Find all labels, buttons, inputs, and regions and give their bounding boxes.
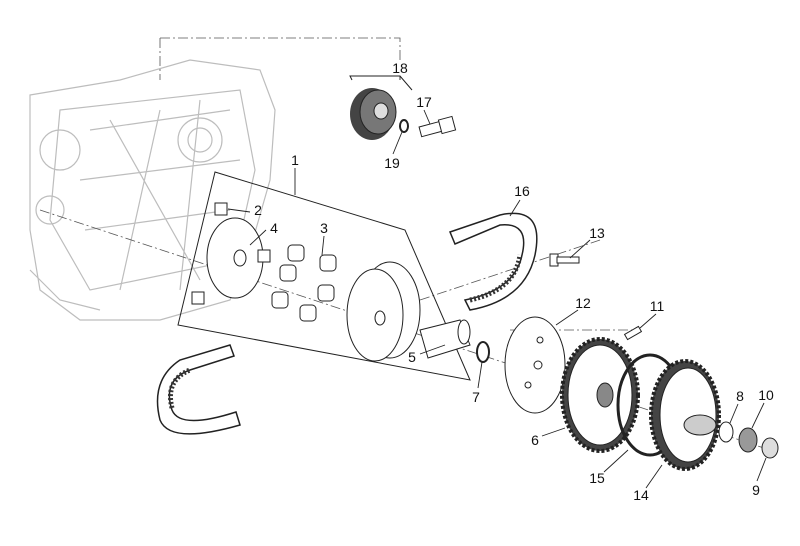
callout-14: 14: [633, 487, 649, 503]
callout-18: 18: [392, 60, 408, 76]
part-16-drive-belt: [156, 212, 538, 435]
callout-10: 10: [758, 387, 774, 403]
part-14-clutch-bell: [649, 359, 721, 471]
callout-5: 5: [408, 349, 416, 365]
callout-16: 16: [514, 183, 530, 199]
part-17-bolt: [418, 115, 457, 138]
part-2-sliders: [191, 202, 271, 305]
part-9-nut: [761, 437, 779, 459]
callout-19: 19: [384, 155, 400, 171]
kit-outline: [177, 171, 471, 381]
callout-1: 1: [291, 152, 299, 168]
part-4-ramp-plate: [206, 217, 264, 299]
callout-11: 11: [649, 298, 665, 314]
part-8-washer: [718, 421, 734, 443]
part-5-bushing: [419, 319, 471, 359]
callout-7: 7: [472, 389, 480, 405]
callout-15: 15: [589, 470, 605, 486]
part-10-lock-washer: [738, 427, 758, 453]
callout-17: 17: [416, 94, 432, 110]
callout-2: 2: [254, 202, 262, 218]
part-18-tensioner-pulley: [349, 75, 413, 140]
callout-12: 12: [575, 295, 591, 311]
part-12-fixed-half-pulley: [504, 316, 566, 414]
part-19-washer: [399, 119, 409, 133]
callout-9: 9: [752, 482, 760, 498]
leader-lines: [227, 76, 767, 489]
callout-8: 8: [736, 388, 744, 404]
callout-6: 6: [531, 432, 539, 448]
part-6-fan-pulley: [560, 337, 640, 453]
part-11-pin: [623, 325, 643, 341]
part-13-bolt: [549, 253, 580, 267]
movable-pulley-half: [346, 261, 421, 362]
part-3-rollers: [271, 244, 337, 322]
callout-3: 3: [320, 220, 328, 236]
callout-13: 13: [589, 225, 605, 241]
part-7-washer: [476, 341, 490, 363]
callout-4: 4: [270, 220, 278, 236]
